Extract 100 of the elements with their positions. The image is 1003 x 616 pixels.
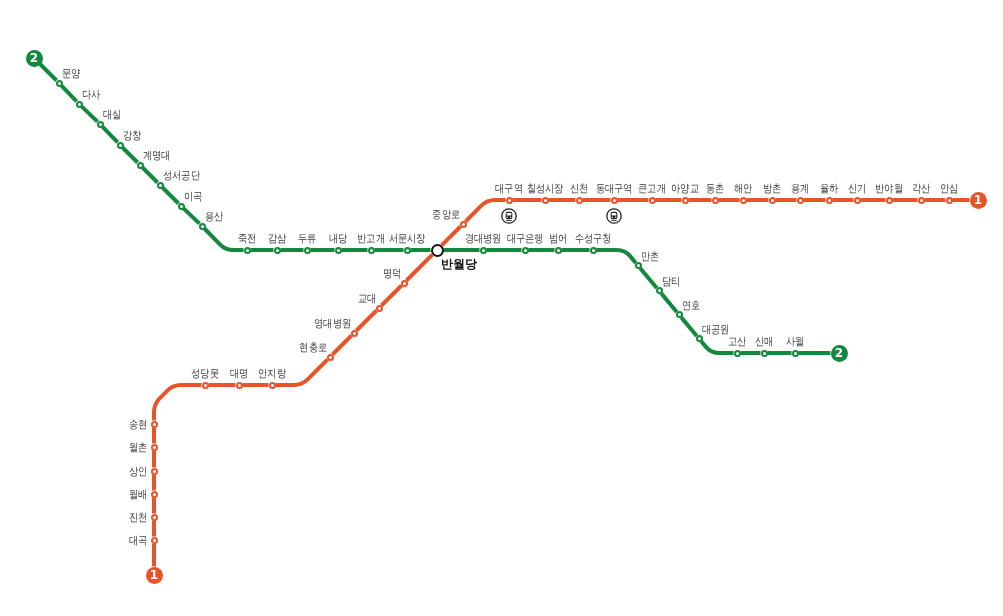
track-line [582,198,611,202]
station-dot [334,246,342,254]
station-dot [681,196,689,204]
track-line [152,520,156,537]
station-dot [150,420,158,428]
station-name: 동대구역 [595,181,633,195]
station-dot [791,349,799,357]
station-name: 내당 [328,231,348,245]
station-dot [150,490,158,498]
station-dot [55,79,63,87]
station-name: 대공원 [702,322,730,336]
track-line [740,351,761,355]
track-line [688,198,712,202]
station-dot [243,246,251,254]
station-dot [853,196,861,204]
station-dot [136,161,144,169]
station-dot [150,536,158,544]
track-line [443,248,480,252]
track-line [486,248,522,252]
station-name: 범어 [548,231,568,245]
track-line [512,198,542,202]
station-dot [235,381,243,389]
station-name: 각산 [911,181,931,195]
station-dot [198,222,206,230]
track-line [718,198,740,202]
track-line [548,198,576,202]
station-name: 진천 [128,510,147,524]
station-name: 신기 [847,181,867,195]
track-line [746,198,769,202]
track-line [860,198,886,202]
station-name: 신천 [569,181,589,195]
track-line [561,248,590,252]
station-dot [648,196,656,204]
station-dot [303,246,311,254]
station-dot [768,196,776,204]
station-name: 계명대 [143,148,171,162]
station-dot [403,246,411,254]
station-name: 대구역 [495,181,523,195]
track-line [952,198,970,202]
track-line [182,206,201,226]
track-line [152,474,156,491]
station-dot [505,196,513,204]
station-name: 강창 [123,128,142,142]
station-dot [150,467,158,475]
station-name: 큰고개 [638,181,666,195]
track-line [405,253,434,282]
track-line [617,198,649,202]
station-name: 반월당 [441,257,477,271]
station-name: 율하 [819,181,839,195]
station-name: 경대병원 [464,231,502,245]
station-dot [479,246,487,254]
station-dot [350,329,358,337]
station-dot [400,279,408,287]
station-name: 고산 [727,334,747,348]
station-dot [575,196,583,204]
station-name: 안지랑 [258,366,286,380]
station-name: 대명 [229,366,249,380]
station-dot [177,202,185,210]
station-name: 현충로 [299,340,327,354]
track-line [152,543,156,567]
track-line [655,198,682,202]
track-line [832,198,854,202]
station-name: 신매 [754,334,774,348]
station-dot [268,381,276,389]
track-line [100,125,120,144]
line-badge: 2 [830,344,848,362]
station-name: 아양교 [671,181,699,195]
station-dot [945,196,953,204]
track-line [659,292,679,314]
station-dot [825,196,833,204]
station-name: 칠성시장 [526,181,564,195]
station-name: 영대병원 [314,316,351,330]
station-dot [75,100,83,108]
track-line [679,316,699,338]
station-dot [655,287,663,295]
station-dot [675,311,683,319]
station-dot [201,381,209,389]
track-line [310,248,335,252]
track-line [374,248,404,252]
station-dot [733,349,741,357]
station-dot [375,304,383,312]
track-line [250,248,274,252]
station-dot [459,220,467,228]
track-line [596,248,638,265]
station-name: 명덕 [382,266,401,280]
track-line [924,198,946,202]
station-name: 상인 [128,464,147,478]
track-line [280,248,304,252]
station-dot [634,262,642,270]
station-name: 해안 [733,181,753,195]
track-line [775,198,797,202]
track-line [638,267,659,290]
track-line [152,497,156,514]
station-name: 용산 [205,209,224,223]
station-dot [610,196,618,204]
station-dot [885,196,893,204]
station-dot [796,196,804,204]
station-name: 문양 [62,66,81,80]
station-name: 안심 [939,181,959,195]
station-dot [96,120,104,128]
